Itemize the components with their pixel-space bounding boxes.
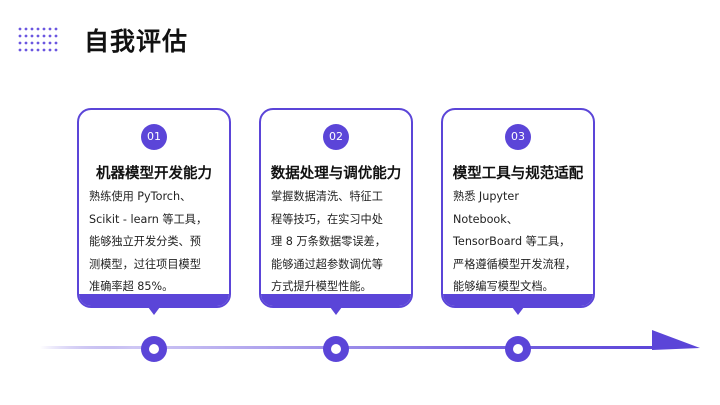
card-description-line: Notebook、 bbox=[453, 212, 518, 226]
card-number-badge: 01 bbox=[141, 124, 167, 150]
card-description-line: 熟悉 Jupyter bbox=[453, 190, 519, 203]
card-description: 熟练使用 PyTorch、 Scikit - learn 等工具， 能够独立开发… bbox=[89, 186, 221, 299]
timeline-node-1 bbox=[141, 336, 167, 362]
card-description-line: 程等技巧，在实习中处 bbox=[271, 212, 383, 226]
card-title: 数据处理与调优能力 bbox=[270, 166, 402, 182]
skill-card-3: 03 模型工具与规范适配 熟悉 Jupyter Notebook、 Tensor… bbox=[441, 108, 595, 308]
card-description-line: 熟练使用 PyTorch、 bbox=[89, 190, 192, 203]
card-description-line: TensorBoard 等工具， bbox=[453, 235, 571, 248]
card-description-line: 准确率超 85%。 bbox=[89, 280, 174, 293]
card-description: 掌握数据清洗、特征工 程等技巧，在实习中处 理 8 万条数据零误差， 能够通过超… bbox=[271, 186, 403, 299]
card-pointer bbox=[145, 303, 163, 315]
skill-card-1: 01 机器模型开发能力 熟练使用 PyTorch、 Scikit - learn… bbox=[77, 108, 231, 308]
timeline-arrow bbox=[0, 326, 720, 372]
card-description-line: 严格遵循模型开发流程， bbox=[453, 257, 577, 271]
card-title: 机器模型开发能力 bbox=[96, 166, 212, 182]
card-description-line: 能够编写模型文档。 bbox=[453, 280, 554, 293]
card-description-line: 能够通过超参数调优等 bbox=[271, 257, 383, 271]
skill-card-2: 02 数据处理与调优能力 掌握数据清洗、特征工 程等技巧，在实习中处 理 8 万… bbox=[259, 108, 413, 308]
card-number-badge: 03 bbox=[505, 124, 531, 150]
card-description-line: 掌握数据清洗、特征工 bbox=[271, 190, 383, 203]
card-description-line: 能够独立开发分类、预 bbox=[89, 235, 201, 248]
decorative-dot-grid bbox=[18, 27, 64, 53]
card-description-line: Scikit - learn 等工具， bbox=[89, 212, 208, 226]
card-description-line: 测模型，过往项目模型 bbox=[89, 257, 201, 271]
card-pointer bbox=[509, 303, 527, 315]
slide-title: 自我评估 bbox=[84, 27, 189, 56]
card-description: 熟悉 Jupyter Notebook、 TensorBoard 等工具， 严格… bbox=[453, 186, 585, 299]
card-title: 模型工具与规范适配 bbox=[452, 166, 584, 182]
timeline-node-2 bbox=[323, 336, 349, 362]
timeline-node-3 bbox=[505, 336, 531, 362]
card-bottom-band bbox=[261, 294, 411, 306]
card-bottom-band bbox=[443, 294, 593, 306]
card-description-line: 方式提升模型性能。 bbox=[271, 280, 372, 293]
card-number-badge: 02 bbox=[323, 124, 349, 150]
card-pointer bbox=[327, 303, 345, 315]
card-description-line: 理 8 万条数据零误差， bbox=[271, 235, 386, 248]
card-bottom-band bbox=[79, 294, 229, 306]
